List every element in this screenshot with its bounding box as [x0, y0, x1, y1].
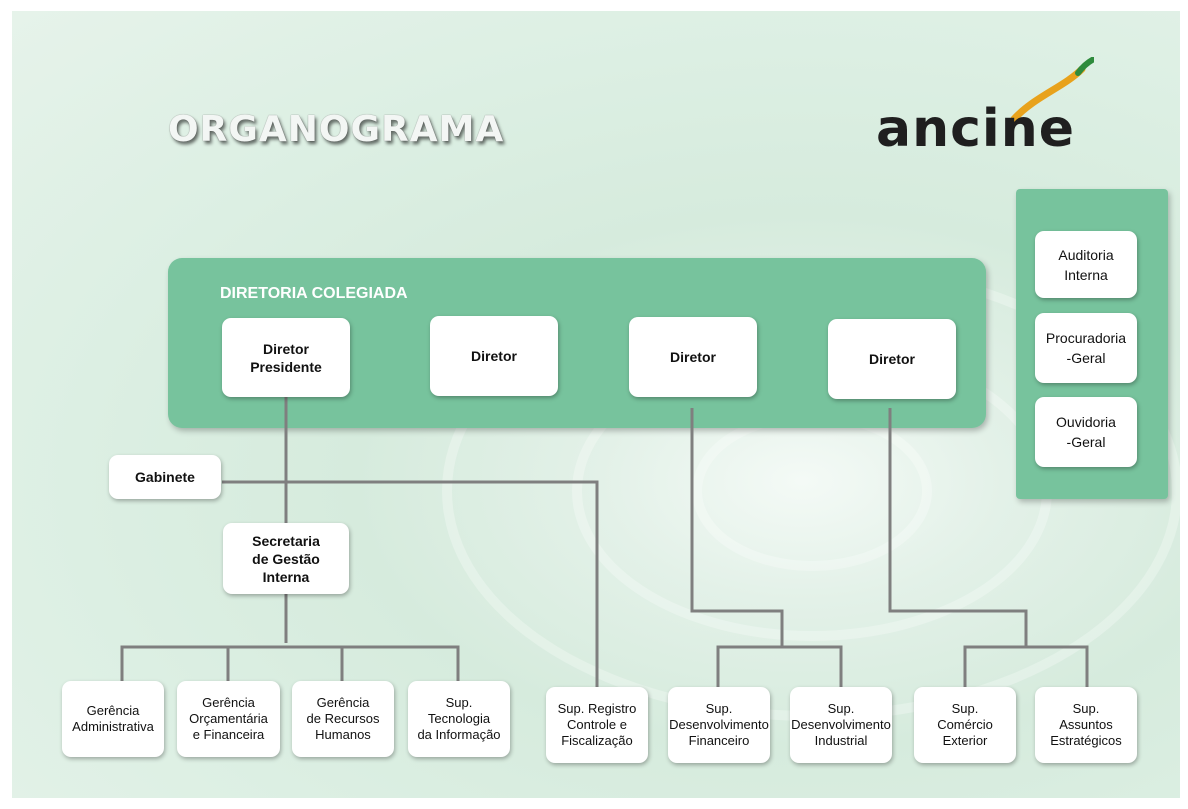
unit-box[interactable]: Sup. Tecnologia da Informação [408, 681, 510, 757]
secretaria-gestao-interna-box[interactable]: Secretaria de Gestão Interna [223, 523, 349, 594]
director-president-box[interactable]: Diretor Presidente [222, 318, 350, 397]
procuradoria-geral-box[interactable]: Procuradoria -Geral [1035, 313, 1137, 383]
ancine-logo: ancine [864, 57, 1094, 167]
diretoria-colegiada-label: DIRETORIA COLEGIADA [220, 285, 408, 302]
logo-swoosh-icon [1010, 57, 1094, 123]
auditoria-interna-box[interactable]: Auditoria Interna [1035, 231, 1137, 298]
page-title: ORGANOGRAMA [168, 109, 505, 150]
ouvidoria-geral-box[interactable]: Ouvidoria -Geral [1035, 397, 1137, 467]
unit-box[interactable]: Sup. Desenvolvimento Industrial [790, 687, 892, 763]
logo-wordmark: ancine [876, 99, 1076, 159]
unit-box[interactable]: Gerência de Recursos Humanos [292, 681, 394, 757]
director-box[interactable]: Diretor [629, 317, 757, 397]
unit-box[interactable]: Sup. Comércio Exterior [914, 687, 1016, 763]
gabinete-box[interactable]: Gabinete [109, 455, 221, 499]
unit-box[interactable]: Sup. Registro Controle e Fiscalização [546, 687, 648, 763]
unit-box[interactable]: Sup. Desenvolvimento Financeiro [668, 687, 770, 763]
unit-box[interactable]: Sup. Assuntos Estratégicos [1035, 687, 1137, 763]
org-chart-canvas: ORGANOGRAMA ancine DIRETORIA COLEGIADA D… [12, 11, 1180, 798]
director-box[interactable]: Diretor [828, 319, 956, 399]
unit-box[interactable]: Gerência Administrativa [62, 681, 164, 757]
connector-lines [120, 397, 1089, 695]
unit-box[interactable]: Gerência Orçamentária e Financeira [177, 681, 280, 757]
director-box[interactable]: Diretor [430, 316, 558, 396]
